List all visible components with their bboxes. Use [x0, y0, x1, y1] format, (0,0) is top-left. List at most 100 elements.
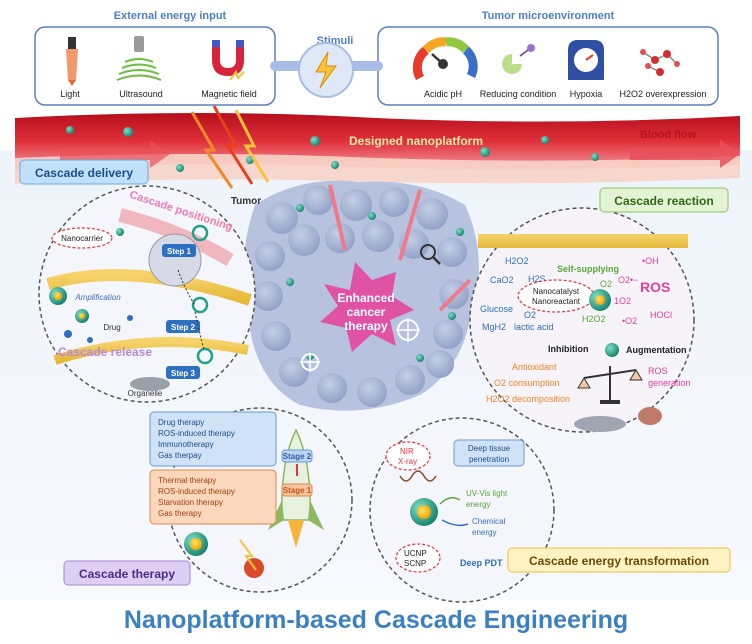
nir-label: NIR [400, 447, 414, 456]
blood-vessel: Blood flow Designed nanoplatform [15, 105, 740, 189]
step1-label: Step 1 [167, 247, 192, 256]
ultrasound-icon [116, 36, 162, 81]
tumor-microenvironment-title: Tumor microenvironment [482, 10, 615, 22]
chemical-energy-arrow [441, 519, 469, 527]
drug-label: Drug [103, 323, 120, 332]
uv-vis-label-2: energy [466, 500, 490, 509]
chem-h2o2-2: H2O2 [582, 314, 606, 324]
footer-title: Nanoplatform-based Cascade Engineering [124, 606, 628, 634]
cascade-energy-title-box [507, 547, 731, 573]
deep-tissue-label: Deep tissue [468, 444, 511, 453]
delivery-cell [148, 233, 202, 287]
nanocatalyst-label: Nanocatalyst [533, 287, 580, 296]
uv-vis-wave [439, 497, 461, 505]
external-energy-title: External energy input [114, 10, 227, 22]
balance-scale-icon [577, 366, 643, 404]
header: External energy input Tumor microenviron… [34, 10, 719, 106]
magnet-icon [212, 40, 245, 81]
o2-consumption-label: O2 consumption [494, 378, 560, 388]
stage1-item-1: Thermal therapy [158, 476, 216, 485]
ros-generation-label-1: ROS [648, 366, 668, 376]
step2-badge [166, 320, 200, 333]
stimulus-bolt-3 [234, 109, 270, 183]
nanocarrier-badge [51, 227, 113, 249]
stage2-item-2: ROS-induced therapy [158, 429, 235, 438]
light-label: Light [60, 89, 80, 99]
cascade-therapy-panel: Stage 2 Stage 1 Drug therapy ROS-induced… [63, 407, 353, 593]
chemical-energy-label-2: energy [472, 528, 496, 537]
h2o2-decomposition-label: H2O2 decomposition [486, 394, 570, 404]
stage2-label: Stage 2 [283, 452, 312, 461]
chem-cao2: CaO2 [490, 275, 514, 285]
reducing-condition-label: Reducing condition [480, 89, 557, 99]
stimulus-bolt-2 [212, 105, 254, 185]
chem-h2o2-1: H2O2 [505, 256, 529, 266]
step-path-1 [177, 269, 196, 306]
stimulus-bolt-1 [190, 111, 234, 189]
designed-nanoplatform-label: Designed nanoplatform [349, 134, 483, 148]
cascade-reaction-title: Cascade reaction [614, 194, 713, 208]
ph-gauge-icon [412, 37, 478, 81]
stage1-therapies-box [149, 469, 277, 525]
therapy-nanoparticle-core [190, 538, 202, 550]
tumor-label: Tumor [231, 196, 261, 207]
enhanced-therapy-star: Enhanced cancer therapy [300, 262, 420, 372]
hypoxia-label: Hypoxia [570, 89, 603, 99]
ros-label: ROS [640, 279, 670, 295]
stage1-item-4: Gas therapy [158, 509, 202, 518]
therapy-label: therapy [344, 319, 388, 333]
amplification-label: Amplification [74, 293, 121, 302]
nanocarrier-label: Nanocarrier [61, 234, 103, 243]
delivery-membrane-1 [46, 269, 252, 306]
inhibition-label: Inhibition [548, 344, 589, 354]
step-path-2 [194, 311, 205, 351]
energy-nanoparticle-core [417, 505, 431, 519]
nir-xray-badge [385, 441, 431, 471]
chem-hocl: HOCl [650, 310, 672, 320]
cascade-delivery-title-box [19, 159, 149, 185]
magnifier-icon [420, 244, 441, 265]
stage2-item-4: Gas therpay [158, 451, 202, 460]
stage2-item-3: Immunotherapy [158, 440, 214, 449]
glucose-label: Glucose [480, 304, 513, 314]
chem-1o2: 1O2 [614, 296, 631, 306]
cascade-release-label: Cascade release [58, 345, 152, 359]
stage1-label: Stage 1 [283, 486, 312, 495]
enhanced-label: Enhanced [337, 291, 394, 305]
ucnp-label: UCNP [404, 549, 427, 558]
chem-h2s: H2S [528, 274, 546, 284]
step3-label: Step 3 [171, 369, 196, 378]
cancer-label: cancer [347, 305, 386, 319]
blood-flow-label: Blood flow [640, 129, 697, 141]
cascade-delivery-panel: Step 1 Step 2 Step 3 Cascade positioning… [19, 159, 256, 403]
reaction-membrane [478, 234, 688, 248]
blood-flow-arrow [630, 140, 740, 168]
lightning-icon [315, 51, 337, 89]
step-markers [191, 224, 214, 365]
step3-badge [166, 366, 200, 379]
chem-o2-top: O2 [600, 279, 612, 289]
tumor-capillary-1 [328, 184, 347, 251]
self-supplying-label: Self-supplying [557, 264, 619, 274]
target-crosshair-icon-2 [300, 352, 320, 372]
endothelium-layer [15, 154, 740, 184]
acidic-ph-label: Acidic pH [424, 89, 462, 99]
cascade-energy-title: Cascade energy transformation [529, 554, 709, 568]
light-icon [66, 37, 78, 86]
hypoxia-icon [568, 40, 604, 80]
vessel-nanoparticles [66, 126, 599, 172]
reaction-nanoparticle-core [595, 295, 605, 305]
stage2-item-1: Drug therapy [158, 418, 204, 427]
reducing-condition-icon [502, 44, 535, 74]
stage1-item-2: ROS-induced therapy [158, 487, 235, 496]
stage1-item-3: Starvation therapy [158, 498, 223, 507]
chem-oh: •OH [642, 256, 659, 266]
tumor-capillary-3 [438, 278, 472, 312]
step1-badge [162, 244, 196, 257]
nanoreactant-label: Nanoreactant [532, 297, 581, 306]
organelle-label: Organelle [128, 389, 163, 398]
cascade-energy-panel: NIR X-ray Deep tissue penetration UV-Vis… [369, 417, 731, 603]
penetration-label: penetration [469, 455, 509, 464]
wave-icon [399, 470, 437, 482]
